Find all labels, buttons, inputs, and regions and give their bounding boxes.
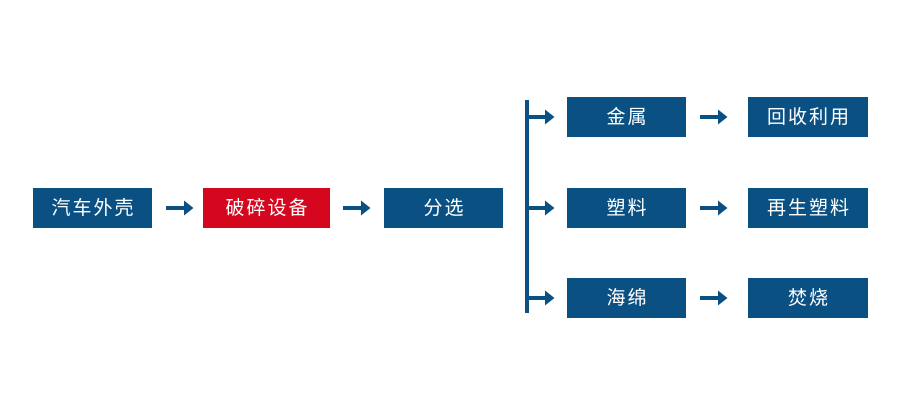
arrow-right-icon-chain-1 bbox=[166, 198, 194, 218]
node-recycle[interactable]: 回收利用 bbox=[748, 97, 868, 137]
node-incineration[interactable]: 焚烧 bbox=[748, 278, 868, 318]
node-shredder[interactable]: 破碎设备 bbox=[203, 188, 330, 228]
node-metal[interactable]: 金属 bbox=[567, 97, 686, 137]
arrow-right-icon-outcome-3 bbox=[700, 288, 728, 308]
arrow-right-icon-outcome-1 bbox=[700, 107, 728, 127]
arrow-right-icon-chain-2 bbox=[343, 198, 371, 218]
arrow-right-icon-outcome-2 bbox=[700, 198, 728, 218]
node-plastic[interactable]: 塑料 bbox=[567, 188, 686, 228]
node-sorting[interactable]: 分选 bbox=[384, 188, 503, 228]
node-sponge[interactable]: 海绵 bbox=[567, 278, 686, 318]
branch-arrow-right-icon-1 bbox=[527, 107, 555, 127]
branch-arrow-right-icon-2 bbox=[527, 198, 555, 218]
node-car-shell[interactable]: 汽车外壳 bbox=[33, 188, 152, 228]
node-recycled-plastic[interactable]: 再生塑料 bbox=[748, 188, 868, 228]
branch-arrow-right-icon-3 bbox=[527, 288, 555, 308]
